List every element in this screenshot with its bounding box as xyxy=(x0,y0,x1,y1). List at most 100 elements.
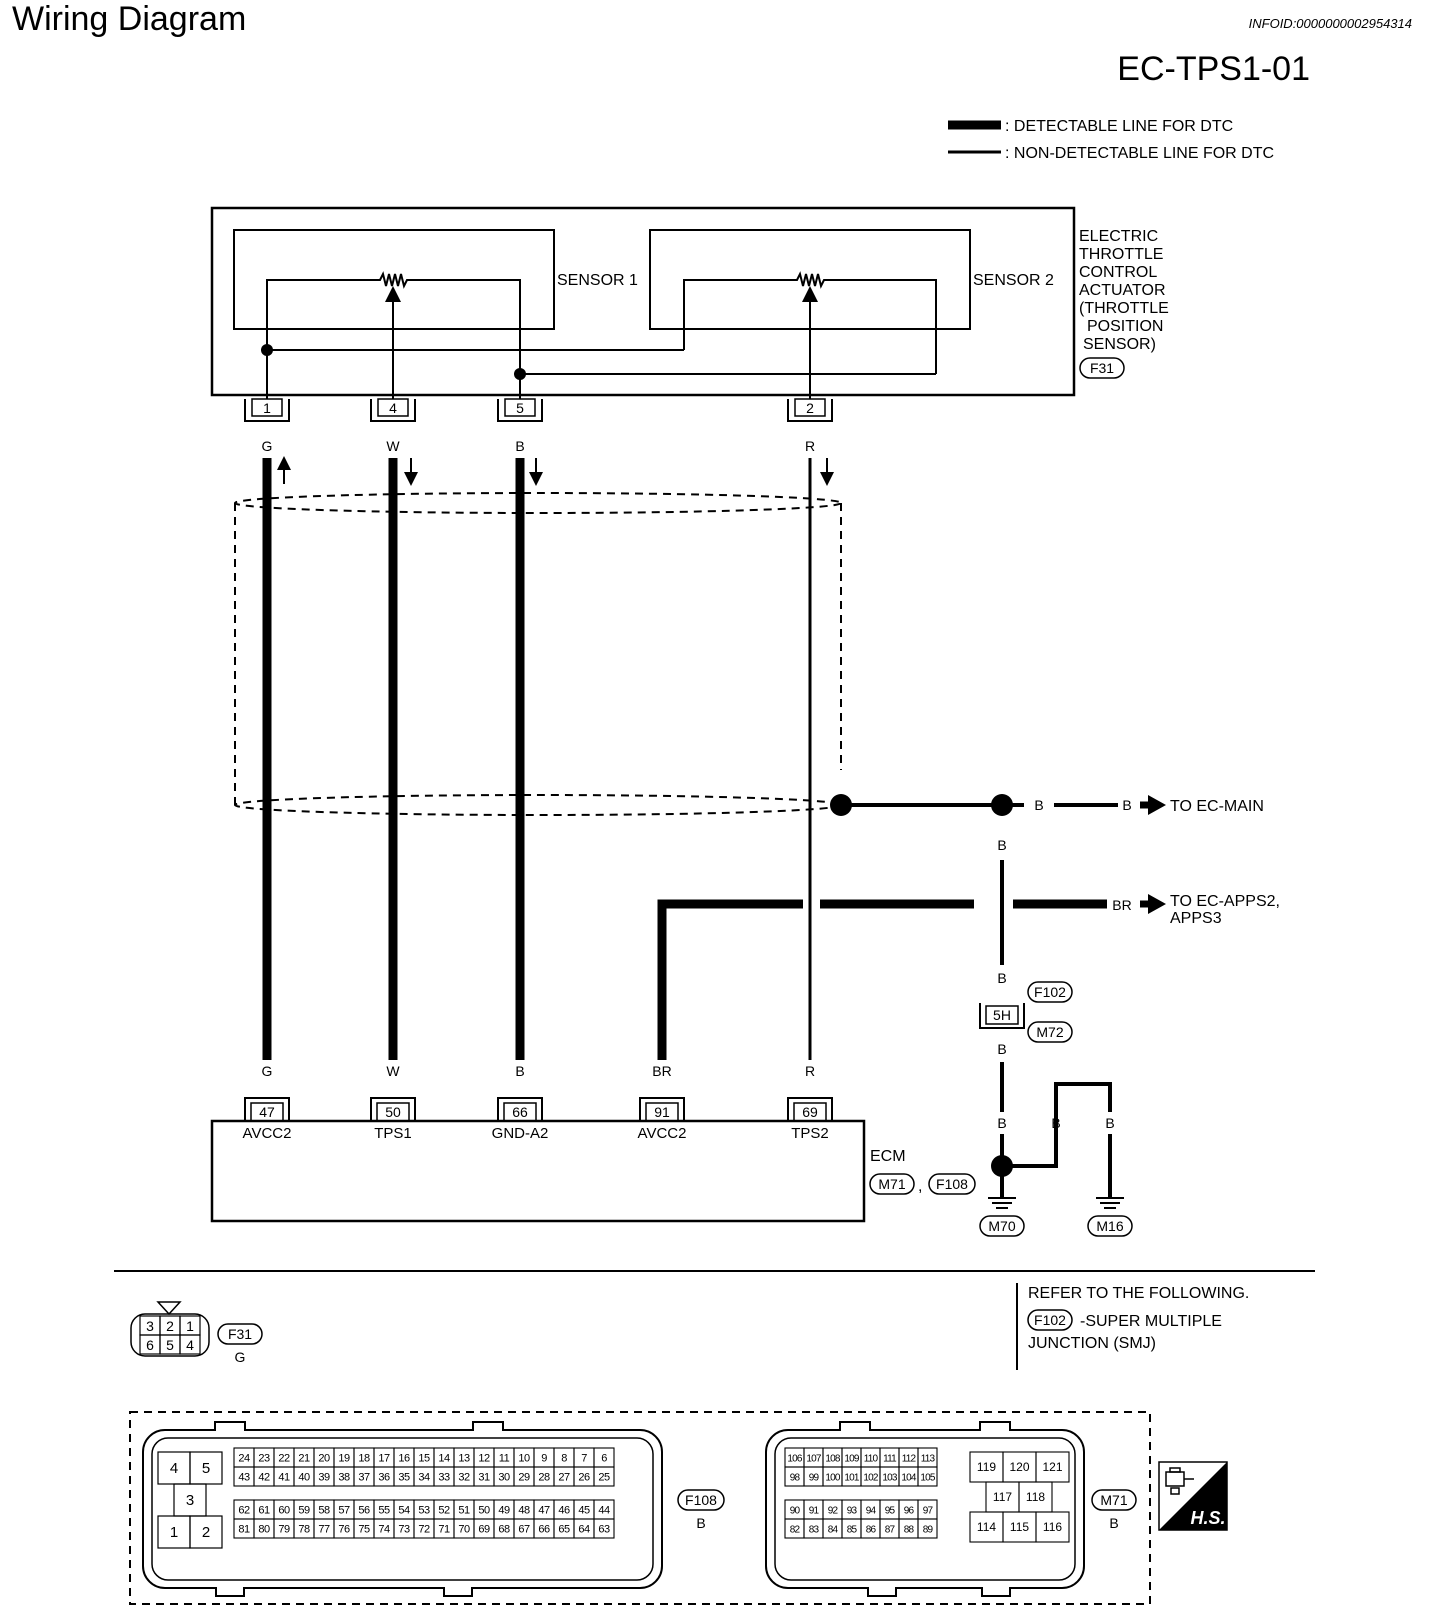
f108-pin: 53 xyxy=(418,1505,430,1517)
signal-arrows xyxy=(277,456,834,486)
ground-junction xyxy=(514,368,526,380)
f108-pin: 8 xyxy=(561,1453,567,1465)
m71-inner xyxy=(774,1437,1076,1581)
joint-pin-box xyxy=(985,1005,1019,1025)
f108-pin: 76 xyxy=(338,1524,350,1536)
f108-pin: 21 xyxy=(298,1453,310,1465)
f108-pin: 39 xyxy=(318,1472,330,1484)
sensor-2-label: SENSOR 2 xyxy=(973,272,1054,289)
to-apps-line: TO EC-APPS2, xyxy=(1170,893,1280,910)
actuator-pin: 4 xyxy=(389,400,397,416)
f108-pin: 51 xyxy=(458,1505,470,1517)
f108-pin: 23 xyxy=(258,1453,270,1465)
f108-pin: 67 xyxy=(518,1524,530,1536)
ecm-wire-color: R xyxy=(805,1063,815,1079)
f31-pin: 4 xyxy=(186,1337,194,1353)
actuator-name-line: CONTROL xyxy=(1079,264,1157,281)
actuator-wire-color: B xyxy=(515,438,524,454)
hs-badge-triangle xyxy=(1159,1462,1227,1530)
f108-pin: 75 xyxy=(358,1524,370,1536)
m71-pin: 85 xyxy=(847,1525,858,1536)
ground-badge xyxy=(979,1215,1025,1237)
f108-pin: 63 xyxy=(598,1524,610,1536)
ground-loop xyxy=(1002,1082,1112,1168)
m71-cell xyxy=(917,1518,938,1539)
f108-pin: 37 xyxy=(358,1472,370,1484)
m71-pin: 101 xyxy=(844,1473,860,1484)
f108-pin: 4 xyxy=(170,1460,178,1477)
m71-pin: 99 xyxy=(809,1473,820,1484)
f108-pin: 14 xyxy=(438,1453,450,1465)
refer-description: -SUPER MULTIPLE JUNCTION (SMJ) xyxy=(1028,1313,1226,1352)
m71-pin: 114 xyxy=(977,1520,996,1534)
connector-faces-frame xyxy=(129,1411,1151,1605)
actuator-connector-badge xyxy=(1079,357,1125,379)
f108-pin: 29 xyxy=(518,1472,530,1484)
f108-pin: 18 xyxy=(358,1453,370,1465)
f31-key xyxy=(156,1301,182,1316)
f108-pin: 71 xyxy=(438,1524,450,1536)
f108-pin: 24 xyxy=(238,1453,250,1465)
f108-pin: 52 xyxy=(438,1505,450,1517)
ground-wire-color: B xyxy=(1034,797,1043,813)
f108-pin: 65 xyxy=(558,1524,570,1536)
f108-pin: 58 xyxy=(318,1505,330,1517)
m71-cell xyxy=(1035,1511,1070,1543)
f108-pin: 55 xyxy=(378,1505,390,1517)
f108-pin: 74 xyxy=(378,1524,390,1536)
ecm-connector-badge xyxy=(928,1173,976,1195)
ecm-wire-color: G xyxy=(262,1063,273,1079)
ecm: G W B BR R 47 50 66 91 69 AVCC2 TPS1 GND… xyxy=(210,1063,976,1223)
actuator-pin: 1 xyxy=(263,400,271,416)
f108-pin: 73 xyxy=(398,1524,410,1536)
refer-desc-line: JUNCTION (SMJ) xyxy=(1028,1335,1156,1352)
refer-connector: F102 xyxy=(1034,1312,1066,1328)
m71-pin: 86 xyxy=(866,1525,877,1536)
signal-arrow-down-head xyxy=(404,472,418,486)
f108-pin: 47 xyxy=(538,1505,550,1517)
m71-name: M71 xyxy=(1100,1492,1127,1508)
f108-pin: 77 xyxy=(318,1524,330,1536)
wire-br-avcc2 xyxy=(657,899,803,1060)
f108-name: F108 xyxy=(685,1492,717,1508)
f108-pin: 49 xyxy=(498,1505,510,1517)
m71-pin: 88 xyxy=(904,1525,915,1536)
f108-pin: 42 xyxy=(258,1472,270,1484)
f108-pin: 50 xyxy=(478,1505,490,1517)
joint-badge xyxy=(1027,981,1073,1003)
pin-box xyxy=(794,398,826,417)
f31-color: G xyxy=(235,1349,246,1365)
f31-pin: 5 xyxy=(166,1337,174,1353)
to-apps-line: APPS3 xyxy=(1170,910,1222,927)
f108-pin: 54 xyxy=(398,1505,410,1517)
ecm-connector-separator: , xyxy=(918,1178,922,1195)
m71-pin: 117 xyxy=(993,1490,1012,1504)
throttle-actuator: SENSOR 1 SENSOR 2 ELECTRIC THROTTLE CONT… xyxy=(210,206,1169,400)
f108-badge xyxy=(677,1489,725,1511)
f108-pin: 61 xyxy=(258,1505,270,1517)
f108-pin: 38 xyxy=(338,1472,350,1484)
m71-outer xyxy=(765,1421,1085,1597)
actuator-name-line: (THROTTLE xyxy=(1079,300,1169,317)
actuator-name-line: POSITION xyxy=(1087,318,1163,335)
signal-arrow-down-head xyxy=(529,472,543,486)
refer-note: REFER TO THE FOLLOWING. F102 -SUPER MULT… xyxy=(1027,1285,1249,1352)
joint-pin: 5H xyxy=(993,1007,1011,1023)
f108-pin: 46 xyxy=(558,1505,570,1517)
f108-pin: 72 xyxy=(418,1524,430,1536)
m71-pin: 121 xyxy=(1042,1460,1062,1474)
ecm-connector: M71 xyxy=(878,1176,905,1192)
ground-wire-color: B xyxy=(1122,797,1131,813)
ecm-wire-color: W xyxy=(386,1063,400,1079)
actuator-name-line: ELECTRIC xyxy=(1079,228,1158,245)
pin-bracket xyxy=(787,399,833,422)
ecm-connector-badge xyxy=(869,1173,915,1195)
m71-pin: 109 xyxy=(844,1454,860,1465)
to-main-arrow xyxy=(1148,795,1166,815)
f108-outer xyxy=(142,1421,663,1597)
m71-pin: 82 xyxy=(790,1525,801,1536)
pin-box xyxy=(251,398,283,417)
m71-pin: 91 xyxy=(809,1506,820,1517)
ecm-label: ECM xyxy=(870,1148,906,1165)
